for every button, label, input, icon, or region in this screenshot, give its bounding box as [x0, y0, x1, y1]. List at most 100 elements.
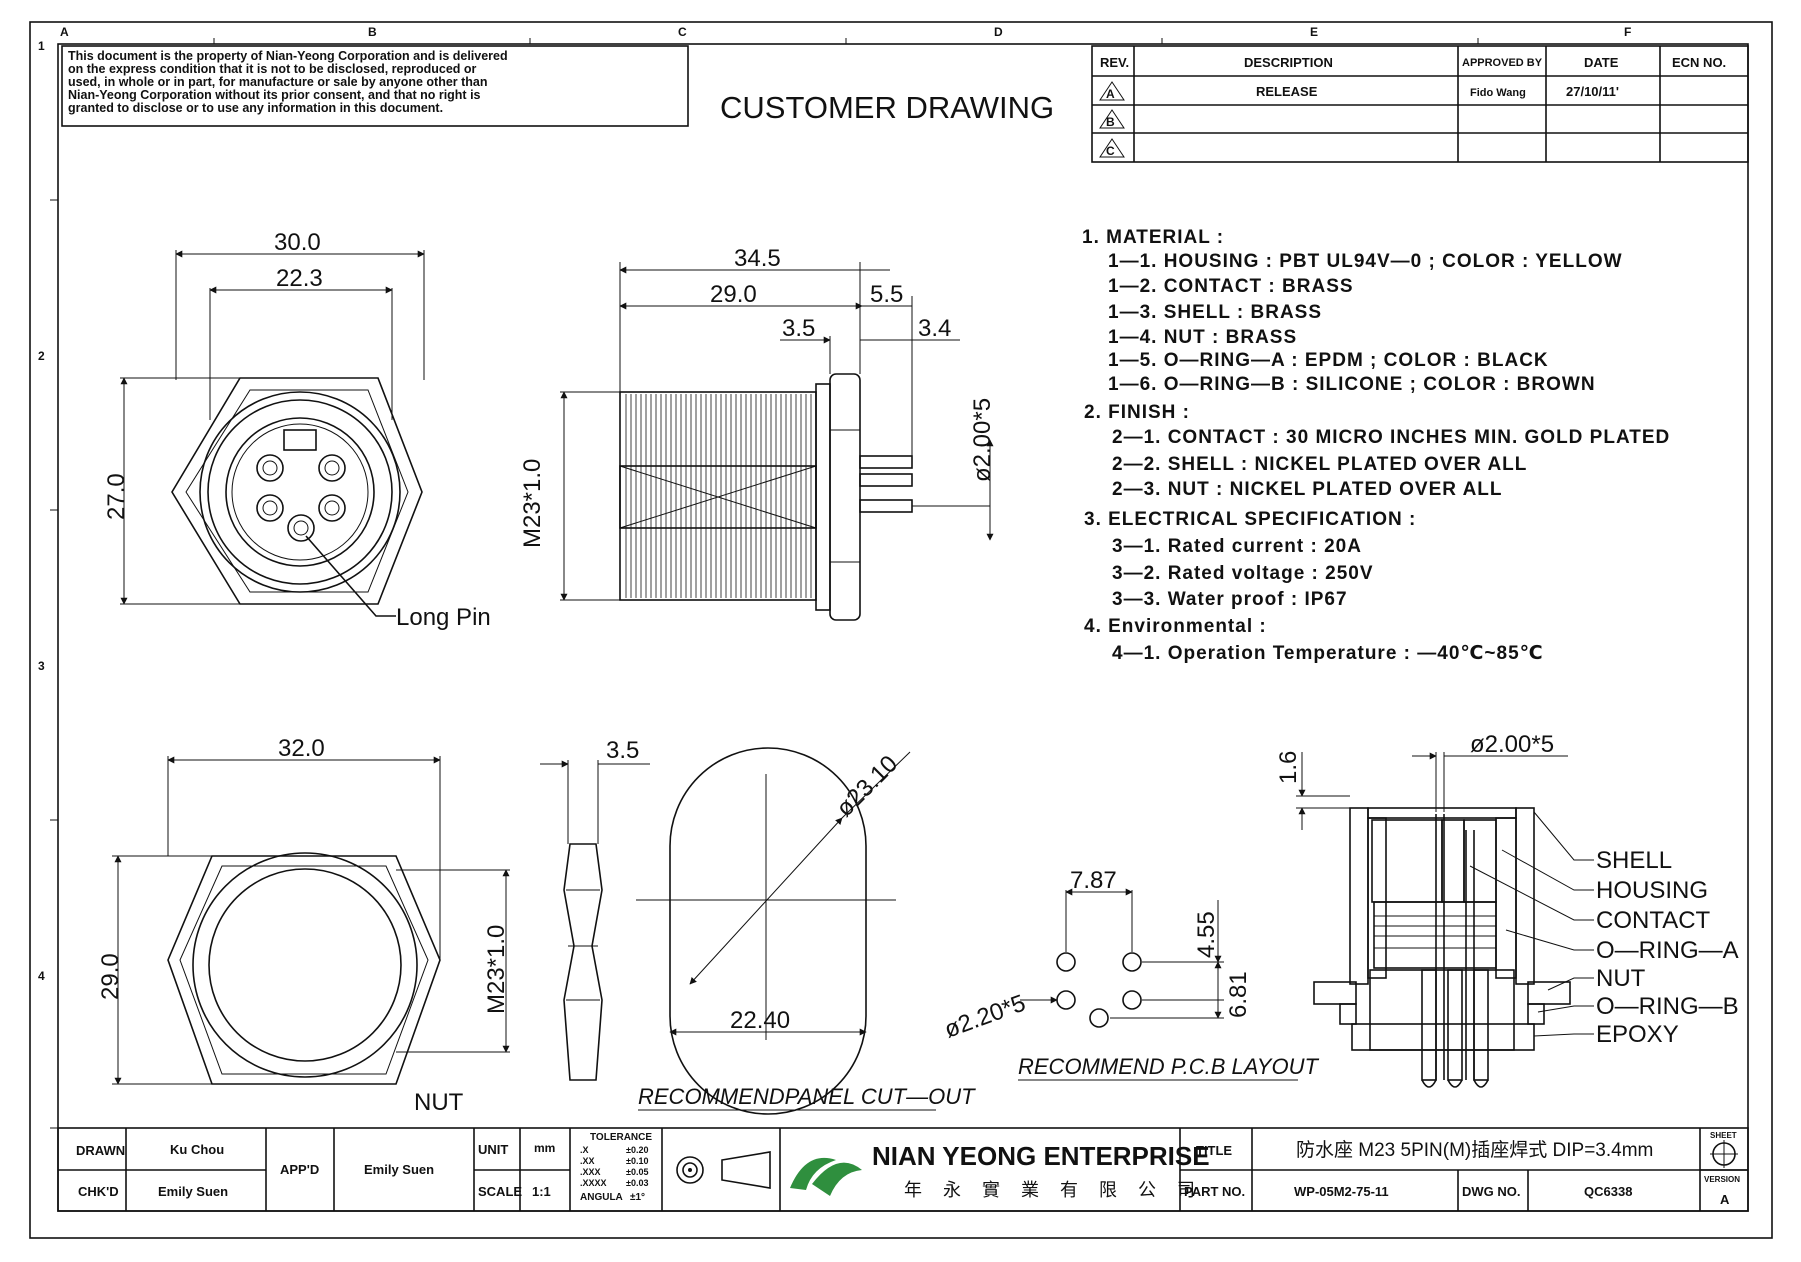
scale-value: 1:1 [532, 1184, 551, 1199]
date-header: DATE [1584, 55, 1619, 70]
note-line: 4—1. Operation Temperature : —40℃~85℃ [1112, 643, 1544, 664]
note-line: 1—4. NUT : BRASS [1108, 327, 1297, 348]
dim-pcb-v2: 6.81 [1225, 971, 1252, 1018]
tolerance-value: ±0.03 [626, 1178, 648, 1188]
company-name-cn: 年 永 實 業 有 限 公 司 [904, 1180, 1203, 1200]
label-epoxy: EPOXY [1596, 1021, 1679, 1048]
material-notes: 1. MATERIAL : 1—1. HOUSING : PBT UL94V—0… [1082, 227, 1670, 664]
checked-label: CHK'D [78, 1184, 119, 1199]
tolerance-key: .XXXX [580, 1178, 607, 1188]
tolerance-value: ±1° [630, 1192, 645, 1203]
dim-pcb-v1: 4.55 [1193, 911, 1220, 958]
note-line: 2—1. CONTACT : 30 MICRO INCHES MIN. GOLD… [1112, 427, 1670, 448]
dim-pcb-hole: ø2.20*5 [941, 990, 1029, 1044]
tolerance-key: .X [580, 1145, 589, 1155]
note-line: 3. ELECTRICAL SPECIFICATION : [1084, 509, 1416, 530]
tolerance-value: ±0.20 [626, 1145, 648, 1155]
rev-header: REV. [1100, 55, 1129, 70]
drawn-label: DRAWN [76, 1143, 125, 1158]
dim-a: 3.5 [782, 315, 815, 342]
disclaimer-text: This document is the property of Nian-Ye… [68, 49, 508, 115]
part-number: WP-05M2-75-11 [1294, 1184, 1389, 1199]
dim-nut-width: 32.0 [278, 735, 325, 762]
note-line: 3—3. Water proof : IP67 [1112, 589, 1348, 610]
dim-height: 27.0 [103, 473, 130, 520]
note-line: 3—2. Rated voltage : 250V [1112, 563, 1374, 584]
note-line: 1—3. SHELL : BRASS [1108, 302, 1322, 323]
approved-label: APP'D [280, 1162, 319, 1177]
zone-numbers: 1 2 3 4 [38, 39, 45, 983]
title-block: DRAWN Ku Chou CHK'D Emily Suen APP'D Emi… [57, 1127, 1749, 1212]
ecn-header: ECN NO. [1672, 55, 1726, 70]
tolerance-value: ±0.10 [626, 1156, 648, 1166]
zone-number: 3 [38, 659, 45, 673]
dim-section-pin: ø2.00*5 [1470, 731, 1554, 758]
rev-value: A [1106, 87, 1115, 101]
part-label: PART NO. [1184, 1184, 1245, 1199]
zone-letter: A [60, 25, 69, 39]
dim-width-outer: 30.0 [274, 229, 321, 256]
zone-number: 2 [38, 349, 45, 363]
dim-section-top: 1.6 [1275, 751, 1302, 784]
sheet-crosshair-icon [1710, 1140, 1738, 1168]
drawn-value: Ku Chou [170, 1142, 224, 1157]
zone-letter: F [1624, 25, 1631, 39]
note-line: 2—3. NUT : NICKEL PLATED OVER ALL [1112, 479, 1503, 500]
title-label: TITLE [1196, 1143, 1232, 1158]
dim-nut-height: 29.0 [97, 953, 124, 1000]
drawing-heading: CUSTOMER DRAWING [720, 90, 1054, 125]
side-view: 34.5 29.0 5.5 3.5 3.4 M23*1.0 ø2.00*5 [519, 245, 996, 621]
unit-label: UNIT [478, 1142, 508, 1157]
long-pin-label: Long Pin [396, 604, 491, 631]
zone-ticks [50, 38, 1479, 1129]
sheet-label: SHEET [1710, 1131, 1737, 1140]
rev-triangle-icon [1099, 138, 1125, 158]
zone-letter: B [368, 25, 377, 39]
zone-letters: A B C D E F [60, 25, 1631, 39]
rev-triangle-icon [1099, 81, 1125, 101]
nut-view: 32.0 29.0 M23*1.0 NUT 3.5 [97, 735, 650, 1116]
approved-header: APPROVED BY [1462, 57, 1543, 69]
revision-table: REV. DESCRIPTION APPROVED BY DATE ECN NO… [1091, 45, 1749, 163]
dim-nut-thread: M23*1.0 [483, 925, 510, 1014]
tolerance-key: .XX [580, 1156, 595, 1166]
dim-width-inner: 22.3 [276, 265, 323, 292]
note-line: 2. FINISH : [1084, 402, 1190, 423]
approved-value: Emily Suen [364, 1162, 434, 1177]
note-line: 1—6. O—RING—B : SILICONE ; COLOR : BROWN [1108, 374, 1596, 395]
dim-body-length: 29.0 [710, 281, 757, 308]
note-line: 1—1. HOUSING : PBT UL94V—0 ; COLOR : YEL… [1108, 251, 1623, 272]
title-value: 防水座 M23 5PIN(M)插座焊式 DIP=3.4mm [1296, 1139, 1653, 1161]
dim-b: 3.4 [918, 315, 951, 342]
panel-cutout: ø23.10 22.40 RECOMMENDPANEL CUT—OUT [636, 747, 976, 1115]
scale-label: SCALE [478, 1184, 522, 1199]
dim-pin-diameter: ø2.00*5 [969, 398, 996, 482]
zone-letter: E [1310, 25, 1318, 39]
version-value: A [1720, 1192, 1730, 1207]
note-line: 1—2. CONTACT : BRASS [1108, 276, 1354, 297]
label-o-ring-b: O—RING—B [1596, 993, 1739, 1020]
tolerance-key: .XXX [580, 1167, 601, 1177]
projection-symbol-icon [676, 1151, 771, 1189]
front-view: Long Pin 30.0 22.3 27.0 [103, 229, 491, 631]
pcb-caption: RECOMMEND P.C.B LAYOUT [1018, 1054, 1319, 1079]
zone-letter: D [994, 25, 1003, 39]
tolerance-value: ±0.05 [626, 1167, 648, 1177]
label-housing: HOUSING [1596, 877, 1708, 904]
note-line: 2—2. SHELL : NICKEL PLATED OVER ALL [1112, 454, 1527, 475]
dim-pcb-spacing: 7.87 [1070, 867, 1117, 894]
note-line: 1—5. O—RING—A : EPDM ; COLOR : BLACK [1108, 350, 1549, 371]
dim-cutout-diameter: ø23.10 [831, 750, 903, 822]
nut-label: NUT [414, 1089, 464, 1116]
disclaimer-line: Nian-Yeong Corporation without its prior… [68, 88, 481, 102]
unit-value: mm [534, 1141, 555, 1155]
dim-nut-thickness: 3.5 [606, 737, 639, 764]
zone-number: 1 [38, 39, 45, 53]
rev-triangle-icon [1099, 109, 1125, 129]
dim-flange: 5.5 [870, 281, 903, 308]
version-label: VERSION [1704, 1175, 1740, 1184]
description-header: DESCRIPTION [1244, 55, 1333, 70]
section-view: 1.6 ø2.00*5 SHELL HOUSING CONTACT O—RING… [1275, 731, 1739, 1088]
disclaimer-line: used, in whole or in part, for manufactu… [68, 75, 488, 89]
